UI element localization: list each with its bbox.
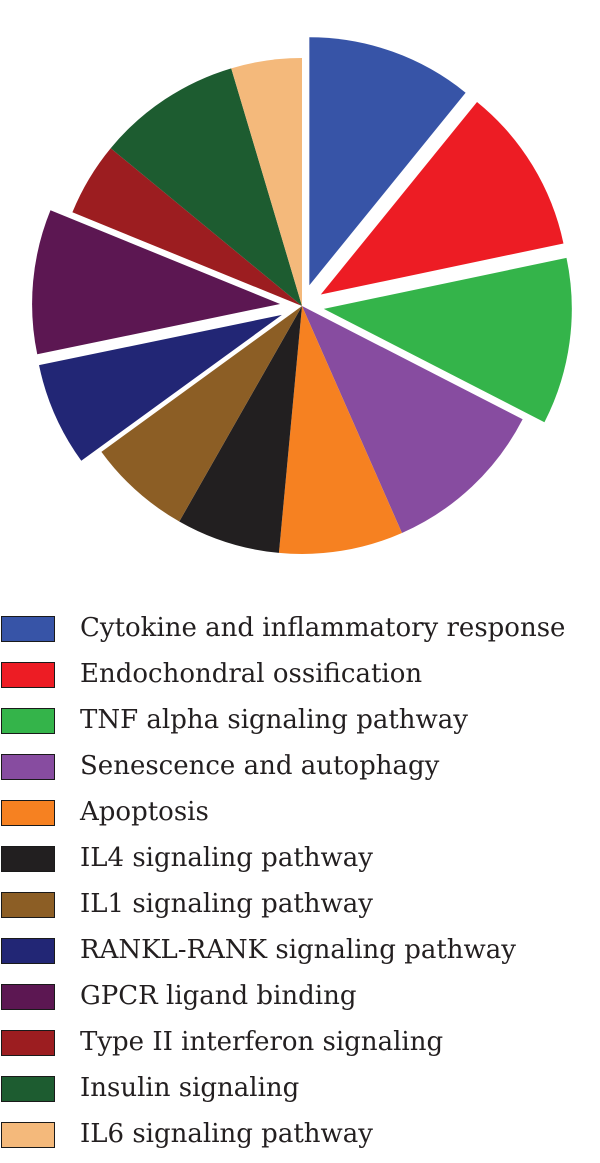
legend-swatch bbox=[1, 1122, 55, 1148]
pie-slice-2 bbox=[320, 101, 564, 295]
legend-label: Insulin signaling bbox=[80, 1073, 300, 1103]
legend-swatch bbox=[1, 892, 55, 918]
legend-swatch bbox=[1, 984, 55, 1010]
legend-label: IL4 signaling pathway bbox=[80, 843, 373, 873]
legend-label: Apoptosis bbox=[80, 797, 209, 827]
legend-item: GPCR ligand binding bbox=[0, 976, 600, 1022]
pie-slice-12 bbox=[231, 58, 302, 306]
legend-item: Apoptosis bbox=[0, 792, 600, 838]
legend-swatch bbox=[1, 846, 55, 872]
pie-slice-4 bbox=[302, 306, 523, 533]
pie-slice-6 bbox=[179, 306, 302, 553]
legend-label: GPCR ligand binding bbox=[80, 981, 357, 1011]
pie-slice-9 bbox=[32, 210, 281, 355]
pie-slice-7 bbox=[101, 306, 302, 522]
legend-label: TNF alpha signaling pathway bbox=[80, 705, 468, 735]
legend-swatch bbox=[1, 708, 55, 734]
legend-label: Senescence and autophagy bbox=[80, 751, 440, 781]
legend-swatch bbox=[1, 800, 55, 826]
legend-item: Endochondral ossification bbox=[0, 654, 600, 700]
legend-item: Senescence and autophagy bbox=[0, 746, 600, 792]
legend-item: RANKL-RANK signaling pathway bbox=[0, 930, 600, 976]
legend-item: IL1 signaling pathway bbox=[0, 884, 600, 930]
pie-slice-8 bbox=[39, 314, 282, 461]
legend-item: IL4 signaling pathway bbox=[0, 838, 600, 884]
pie-slice-3 bbox=[323, 257, 572, 423]
legend-swatch bbox=[1, 1076, 55, 1102]
legend-item: TNF alpha signaling pathway bbox=[0, 700, 600, 746]
pie-chart bbox=[32, 37, 572, 554]
pie-slice-10 bbox=[72, 148, 302, 306]
pie-slice-5 bbox=[278, 306, 402, 554]
legend-swatch bbox=[1, 938, 55, 964]
legend-swatch bbox=[1, 754, 55, 780]
legend-label: Cytokine and inflammatory response bbox=[80, 613, 566, 643]
legend-label: Endochondral ossification bbox=[80, 659, 423, 689]
pie-slice-11 bbox=[110, 68, 303, 306]
legend-item: Insulin signaling bbox=[0, 1068, 600, 1114]
legend-label: IL1 signaling pathway bbox=[80, 889, 373, 919]
legend-label: IL6 signaling pathway bbox=[80, 1119, 373, 1149]
pie-slice-1 bbox=[309, 37, 466, 286]
legend-swatch bbox=[1, 616, 55, 642]
legend-label: Type II interferon signaling bbox=[80, 1027, 444, 1057]
legend-swatch bbox=[1, 1030, 55, 1056]
legend-item: Type II interferon signaling bbox=[0, 1022, 600, 1068]
legend-swatch bbox=[1, 662, 55, 688]
legend-item: Cytokine and inflammatory response bbox=[0, 608, 600, 654]
legend-item: IL6 signaling pathway bbox=[0, 1114, 600, 1160]
legend-label: RANKL-RANK signaling pathway bbox=[80, 935, 516, 965]
